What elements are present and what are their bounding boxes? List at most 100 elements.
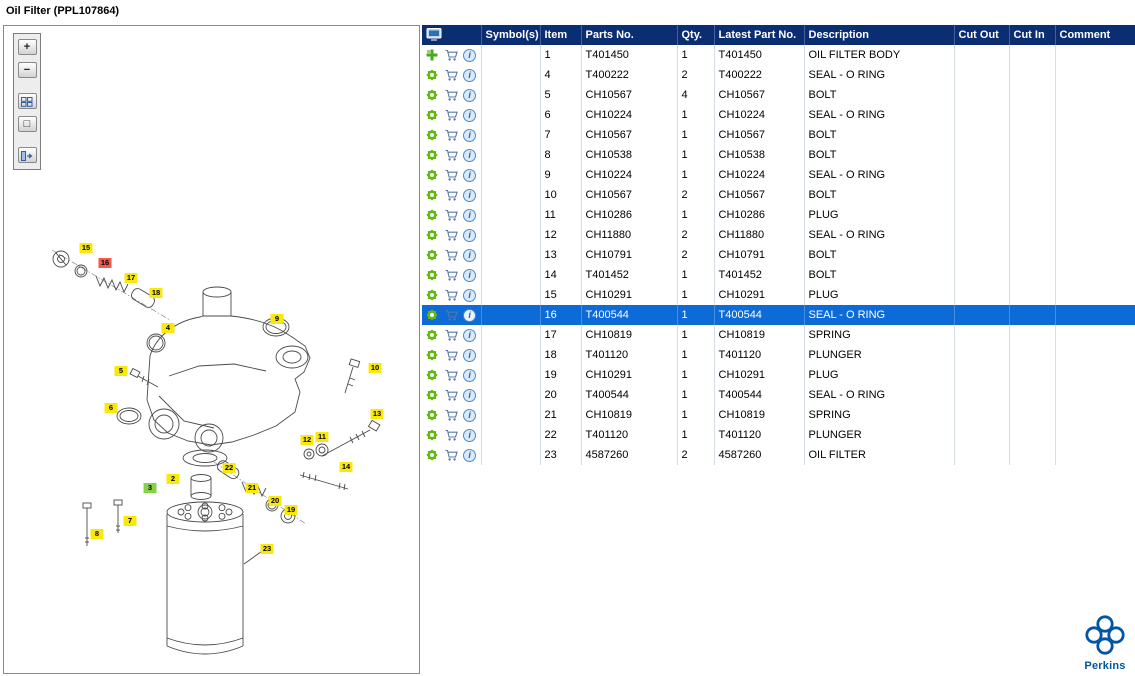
callout-label[interactable]: 8: [90, 529, 104, 539]
info-icon[interactable]: i: [463, 268, 477, 282]
cart-icon[interactable]: [444, 48, 459, 62]
column-header[interactable]: Cut In: [1009, 25, 1056, 45]
callout-label[interactable]: 18: [149, 288, 163, 298]
info-icon[interactable]: i: [463, 388, 477, 402]
column-header[interactable]: Item: [540, 25, 582, 45]
cart-icon[interactable]: [444, 208, 459, 222]
config-gear-icon[interactable]: [425, 388, 440, 402]
info-icon[interactable]: i: [463, 428, 477, 442]
config-gear-icon[interactable]: [425, 328, 440, 342]
info-icon[interactable]: i: [463, 68, 477, 82]
column-header[interactable]: Parts No.: [581, 25, 678, 45]
column-header[interactable]: Cut Out: [954, 25, 1010, 45]
table-row[interactable]: i 15 CH10291 1 CH10291 PLUG: [422, 285, 1135, 305]
cart-icon[interactable]: [444, 128, 459, 142]
config-gear-icon[interactable]: [425, 268, 440, 282]
callout-label[interactable]: 20: [268, 496, 282, 506]
table-row[interactable]: i 11 CH10286 1 CH10286 PLUG: [422, 205, 1135, 225]
config-gear-icon[interactable]: [425, 88, 440, 102]
cart-icon[interactable]: [444, 408, 459, 422]
table-row[interactable]: i 5 CH10567 4 CH10567 BOLT: [422, 85, 1135, 105]
config-gear-icon[interactable]: [425, 108, 440, 122]
callout-label[interactable]: 23: [260, 544, 274, 554]
table-row[interactable]: i 14 T401452 1 T401452 BOLT: [422, 265, 1135, 285]
info-icon[interactable]: i: [463, 308, 477, 322]
table-row[interactable]: i 8 CH10538 1 CH10538 BOLT: [422, 145, 1135, 165]
cart-icon[interactable]: [444, 68, 459, 82]
cart-icon[interactable]: [444, 268, 459, 282]
zoom-in-button[interactable]: +: [17, 39, 37, 55]
config-gear-icon[interactable]: [425, 408, 440, 422]
cart-icon[interactable]: [444, 428, 459, 442]
table-row[interactable]: i 10 CH10567 2 CH10567 BOLT: [422, 185, 1135, 205]
cart-icon[interactable]: [444, 108, 459, 122]
config-gear-icon[interactable]: [425, 208, 440, 222]
table-row[interactable]: i 22 T401120 1 T401120 PLUNGER: [422, 425, 1135, 445]
table-row[interactable]: i 16 T400544 1 T400544 SEAL - O RING: [422, 305, 1135, 325]
callout-label[interactable]: 2: [166, 474, 180, 484]
config-gear-icon[interactable]: [425, 148, 440, 162]
config-gear-icon[interactable]: [425, 228, 440, 242]
config-gear-icon[interactable]: [425, 168, 440, 182]
config-gear-icon[interactable]: [425, 288, 440, 302]
cart-icon[interactable]: [444, 248, 459, 262]
callout-label[interactable]: 5: [114, 366, 128, 376]
column-header[interactable]: Qty.: [677, 25, 715, 45]
cart-icon[interactable]: [444, 448, 459, 462]
cart-icon[interactable]: [444, 308, 459, 322]
cart-icon[interactable]: [444, 328, 459, 342]
config-gear-icon[interactable]: [425, 428, 440, 442]
table-row[interactable]: i 9 CH10224 1 CH10224 SEAL - O RING: [422, 165, 1135, 185]
callout-label[interactable]: 12: [300, 435, 314, 445]
table-row[interactable]: i 7 CH10567 1 CH10567 BOLT: [422, 125, 1135, 145]
callout-label[interactable]: 4: [161, 323, 175, 333]
info-icon[interactable]: i: [463, 408, 477, 422]
config-gear-icon[interactable]: [425, 368, 440, 382]
zoom-out-button[interactable]: −: [17, 62, 37, 78]
callout-label[interactable]: 21: [245, 483, 259, 493]
info-icon[interactable]: i: [463, 128, 477, 142]
table-row[interactable]: i 19 CH10291 1 CH10291 PLUG: [422, 365, 1135, 385]
cart-icon[interactable]: [444, 188, 459, 202]
callout-label[interactable]: 16: [98, 258, 112, 268]
config-gear-icon[interactable]: [425, 248, 440, 262]
cart-icon[interactable]: [444, 368, 459, 382]
column-header[interactable]: Symbol(s): [481, 25, 541, 45]
config-gear-icon[interactable]: [425, 188, 440, 202]
add-part-icon[interactable]: [425, 48, 440, 62]
cart-icon[interactable]: [444, 348, 459, 362]
callout-label[interactable]: 15: [79, 243, 93, 253]
callout-label[interactable]: 13: [370, 409, 384, 419]
info-icon[interactable]: i: [463, 148, 477, 162]
config-gear-icon[interactable]: [425, 308, 440, 322]
table-row[interactable]: i 17 CH10819 1 CH10819 SPRING: [422, 325, 1135, 345]
callout-label[interactable]: 10: [368, 363, 382, 373]
callout-label[interactable]: 3: [143, 483, 157, 493]
table-row[interactable]: i 23 4587260 2 4587260 OIL FILTER: [422, 445, 1135, 465]
info-icon[interactable]: i: [463, 108, 477, 122]
column-header[interactable]: Comment: [1055, 25, 1135, 45]
info-icon[interactable]: i: [463, 88, 477, 102]
info-icon[interactable]: i: [463, 328, 477, 342]
table-row[interactable]: i 1 T401450 1 T401450 OIL FILTER BODY: [422, 45, 1135, 65]
column-header-actions[interactable]: [422, 25, 482, 45]
info-icon[interactable]: i: [463, 348, 477, 362]
info-icon[interactable]: i: [463, 188, 477, 202]
info-icon[interactable]: i: [463, 288, 477, 302]
config-gear-icon[interactable]: [425, 68, 440, 82]
toggle-panel-button[interactable]: [17, 147, 37, 163]
callout-label[interactable]: 6: [104, 403, 118, 413]
fit-view-button[interactable]: [17, 93, 37, 109]
info-icon[interactable]: i: [463, 228, 477, 242]
callout-label[interactable]: 17: [124, 273, 138, 283]
info-icon[interactable]: i: [463, 448, 477, 462]
callout-label[interactable]: 9: [270, 314, 284, 324]
info-icon[interactable]: i: [463, 168, 477, 182]
table-row[interactable]: i 21 CH10819 1 CH10819 SPRING: [422, 405, 1135, 425]
callout-label[interactable]: 11: [315, 432, 329, 442]
callout-label[interactable]: 14: [339, 462, 353, 472]
column-header[interactable]: Description: [804, 25, 955, 45]
cart-icon[interactable]: [444, 148, 459, 162]
zoom-window-button[interactable]: □: [17, 116, 37, 132]
table-row[interactable]: i 4 T400222 2 T400222 SEAL - O RING: [422, 65, 1135, 85]
